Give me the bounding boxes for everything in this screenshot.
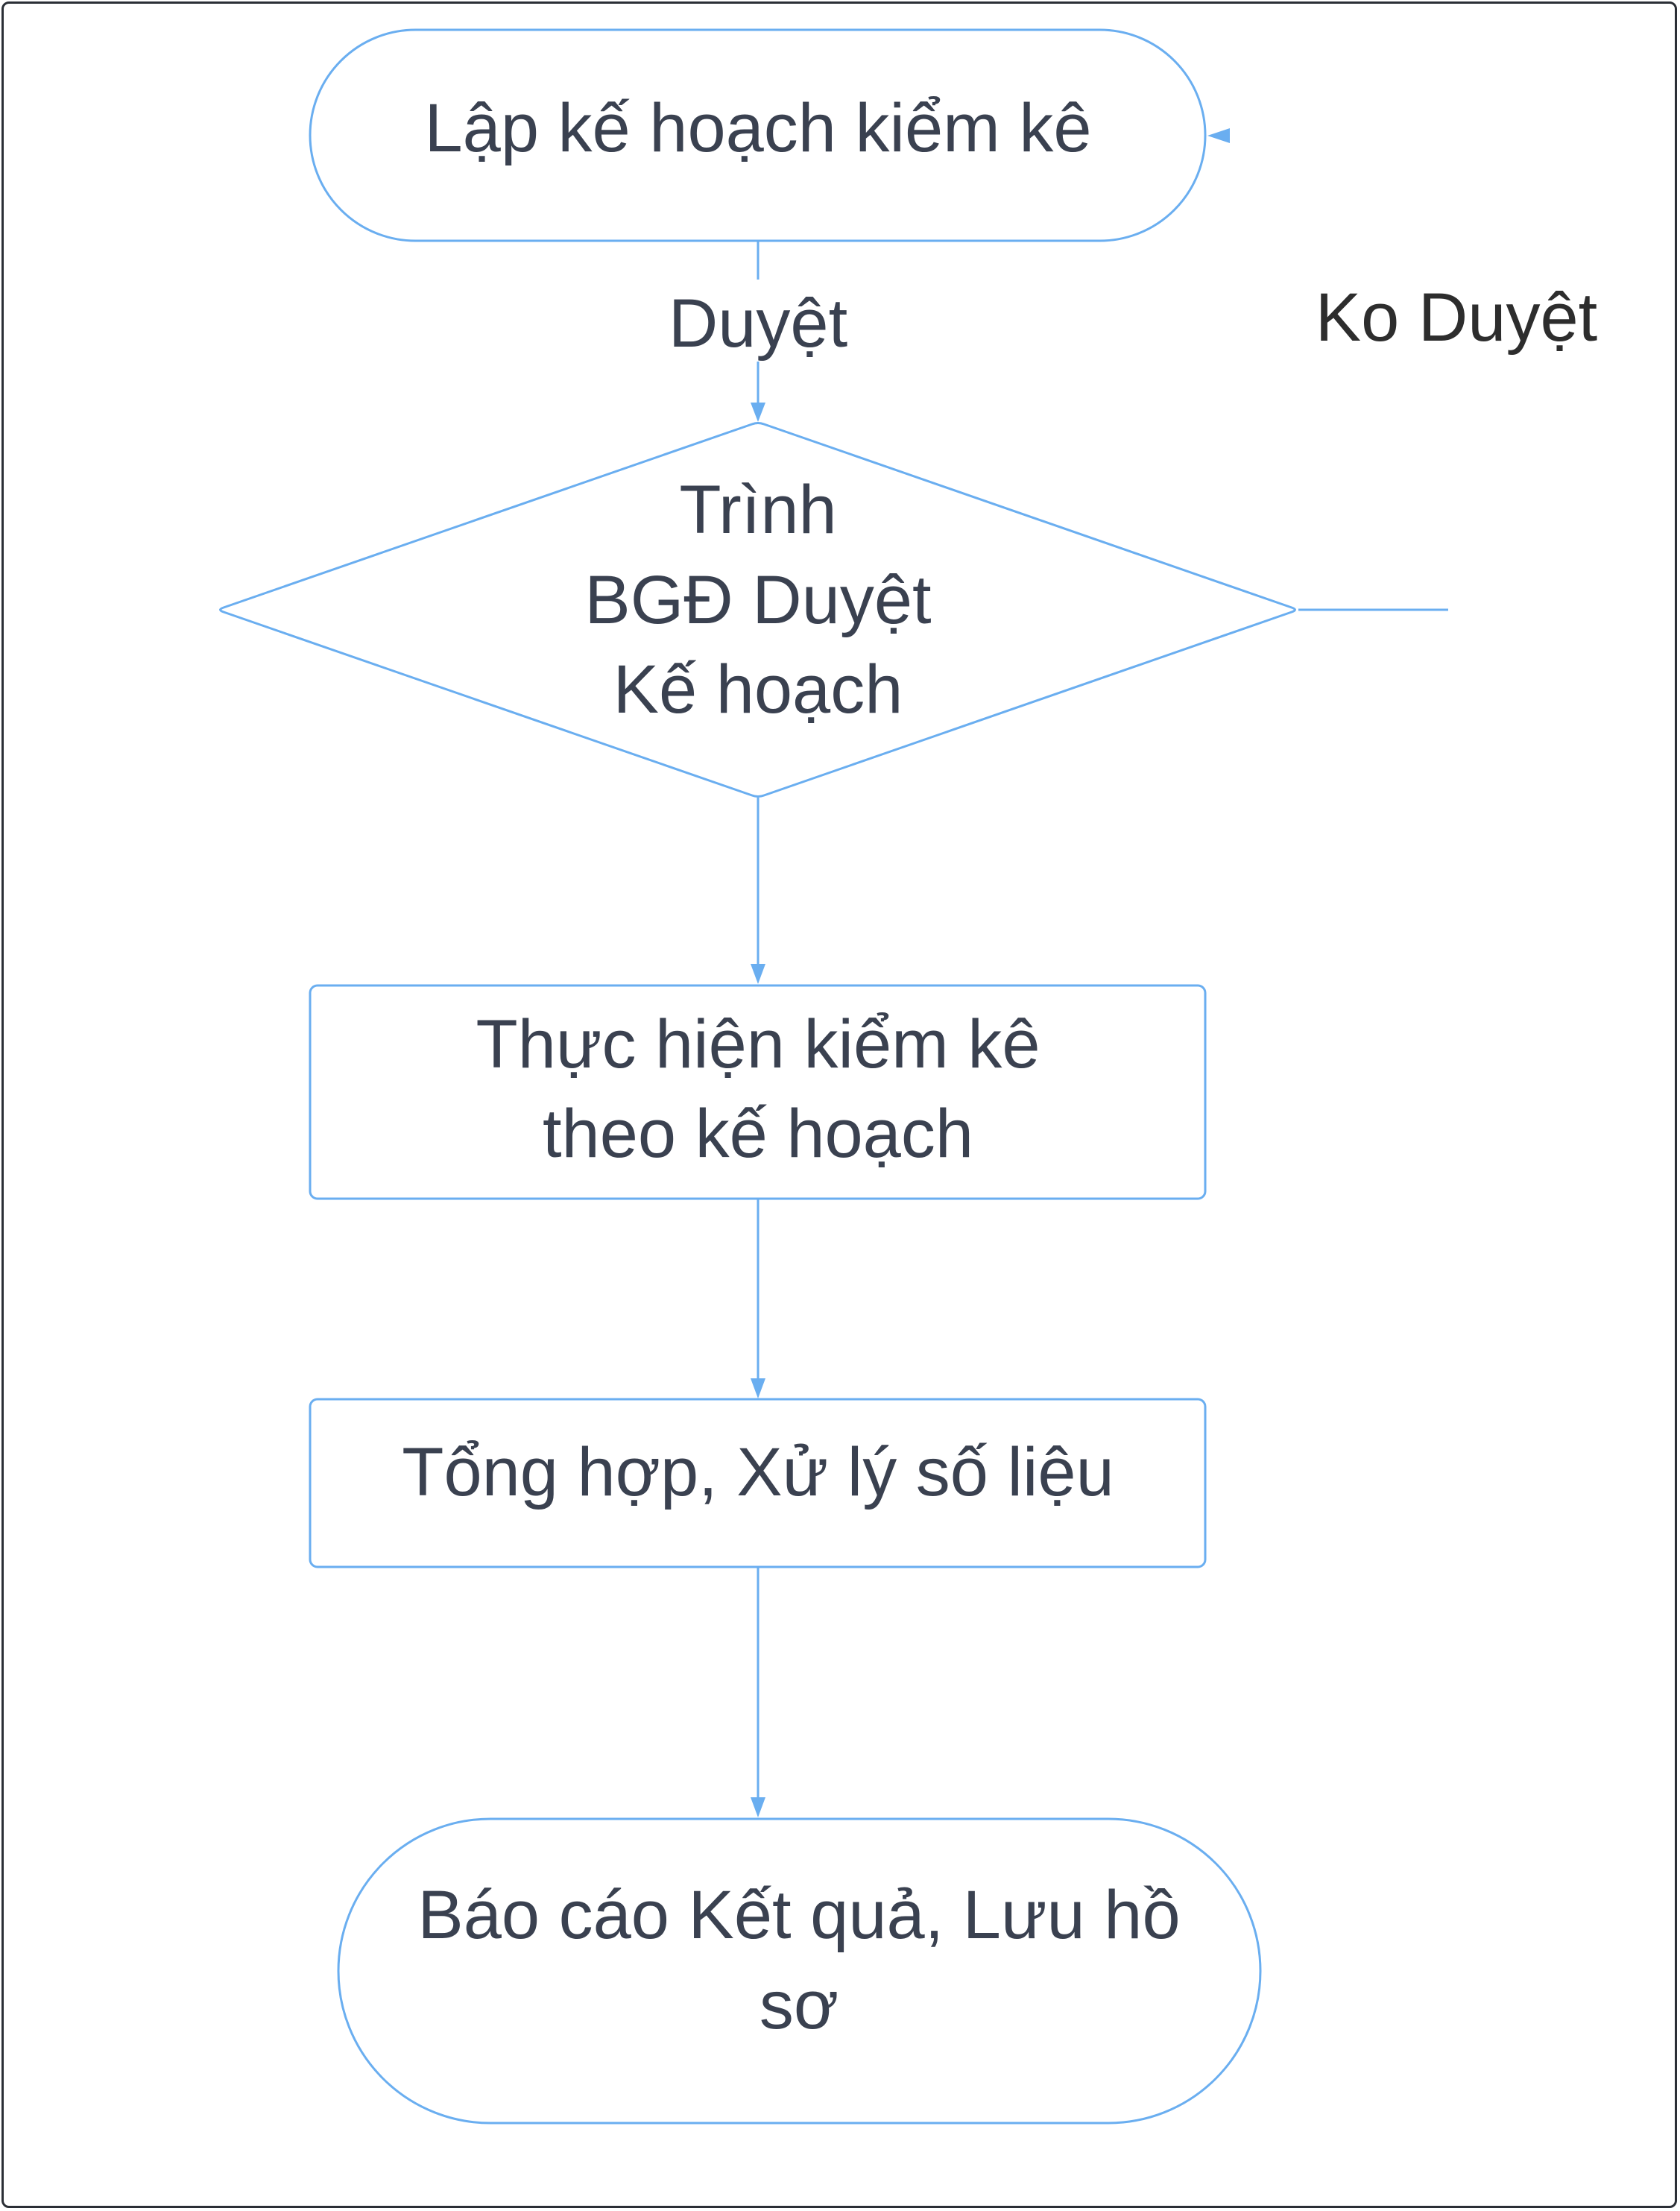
edge-labels: Duyệt Ko Duyệt bbox=[656, 276, 1610, 373]
edge-label-bg-approved bbox=[656, 280, 861, 362]
edge-label-rejected: Ko Duyệt bbox=[1316, 280, 1597, 356]
process-aggregate-shape bbox=[309, 1398, 1207, 1568]
node-decision-line-2: BGĐ Duyệt bbox=[584, 562, 931, 638]
terminator-start-shape bbox=[309, 28, 1207, 242]
node-execute[interactable]: Thực hiện kiểm kê theo kế hoạch bbox=[309, 984, 1207, 1200]
arrowhead-decision-to-start bbox=[1207, 128, 1230, 143]
edges bbox=[751, 128, 1448, 1817]
node-decision-line-1: Trình bbox=[679, 472, 836, 548]
node-decision[interactable]: Trình BGĐ Duyệt Kế hoạch bbox=[219, 422, 1296, 798]
node-aggregate[interactable]: Tổng hợp, Xử lý số liệu bbox=[309, 1398, 1207, 1568]
decision-diamond-shape bbox=[219, 422, 1296, 798]
arrowhead-aggregate-to-end bbox=[751, 1797, 765, 1817]
edge-label-bg-rejected bbox=[1297, 276, 1610, 373]
node-end-line-1: Báo cáo Kết quả, Lưu hồ bbox=[417, 1877, 1180, 1953]
node-start[interactable]: Lập kế hoạch kiểm kê bbox=[309, 28, 1207, 242]
edge-label-approved: Duyệt bbox=[669, 286, 847, 362]
node-start-line-1: Lập kế hoạch kiểm kê bbox=[425, 90, 1092, 166]
arrowhead-start-to-decision bbox=[751, 403, 765, 422]
node-end[interactable]: Báo cáo Kết quả, Lưu hồ sơ bbox=[337, 1817, 1262, 2125]
process-execute-shape bbox=[309, 984, 1207, 1200]
node-execute-line-1: Thực hiện kiểm kê bbox=[476, 1006, 1040, 1082]
node-end-line-2: sơ bbox=[760, 1967, 839, 2043]
terminator-end-shape bbox=[337, 1817, 1262, 2125]
node-decision-line-3: Kế hoạch bbox=[613, 652, 903, 728]
node-execute-line-2: theo kế hoạch bbox=[543, 1096, 973, 1172]
node-aggregate-line-1: Tổng hợp, Xử lý số liệu bbox=[402, 1434, 1114, 1510]
arrowhead-decision-to-execute bbox=[751, 964, 765, 984]
arrowhead-execute-to-aggregate bbox=[751, 1378, 765, 1398]
